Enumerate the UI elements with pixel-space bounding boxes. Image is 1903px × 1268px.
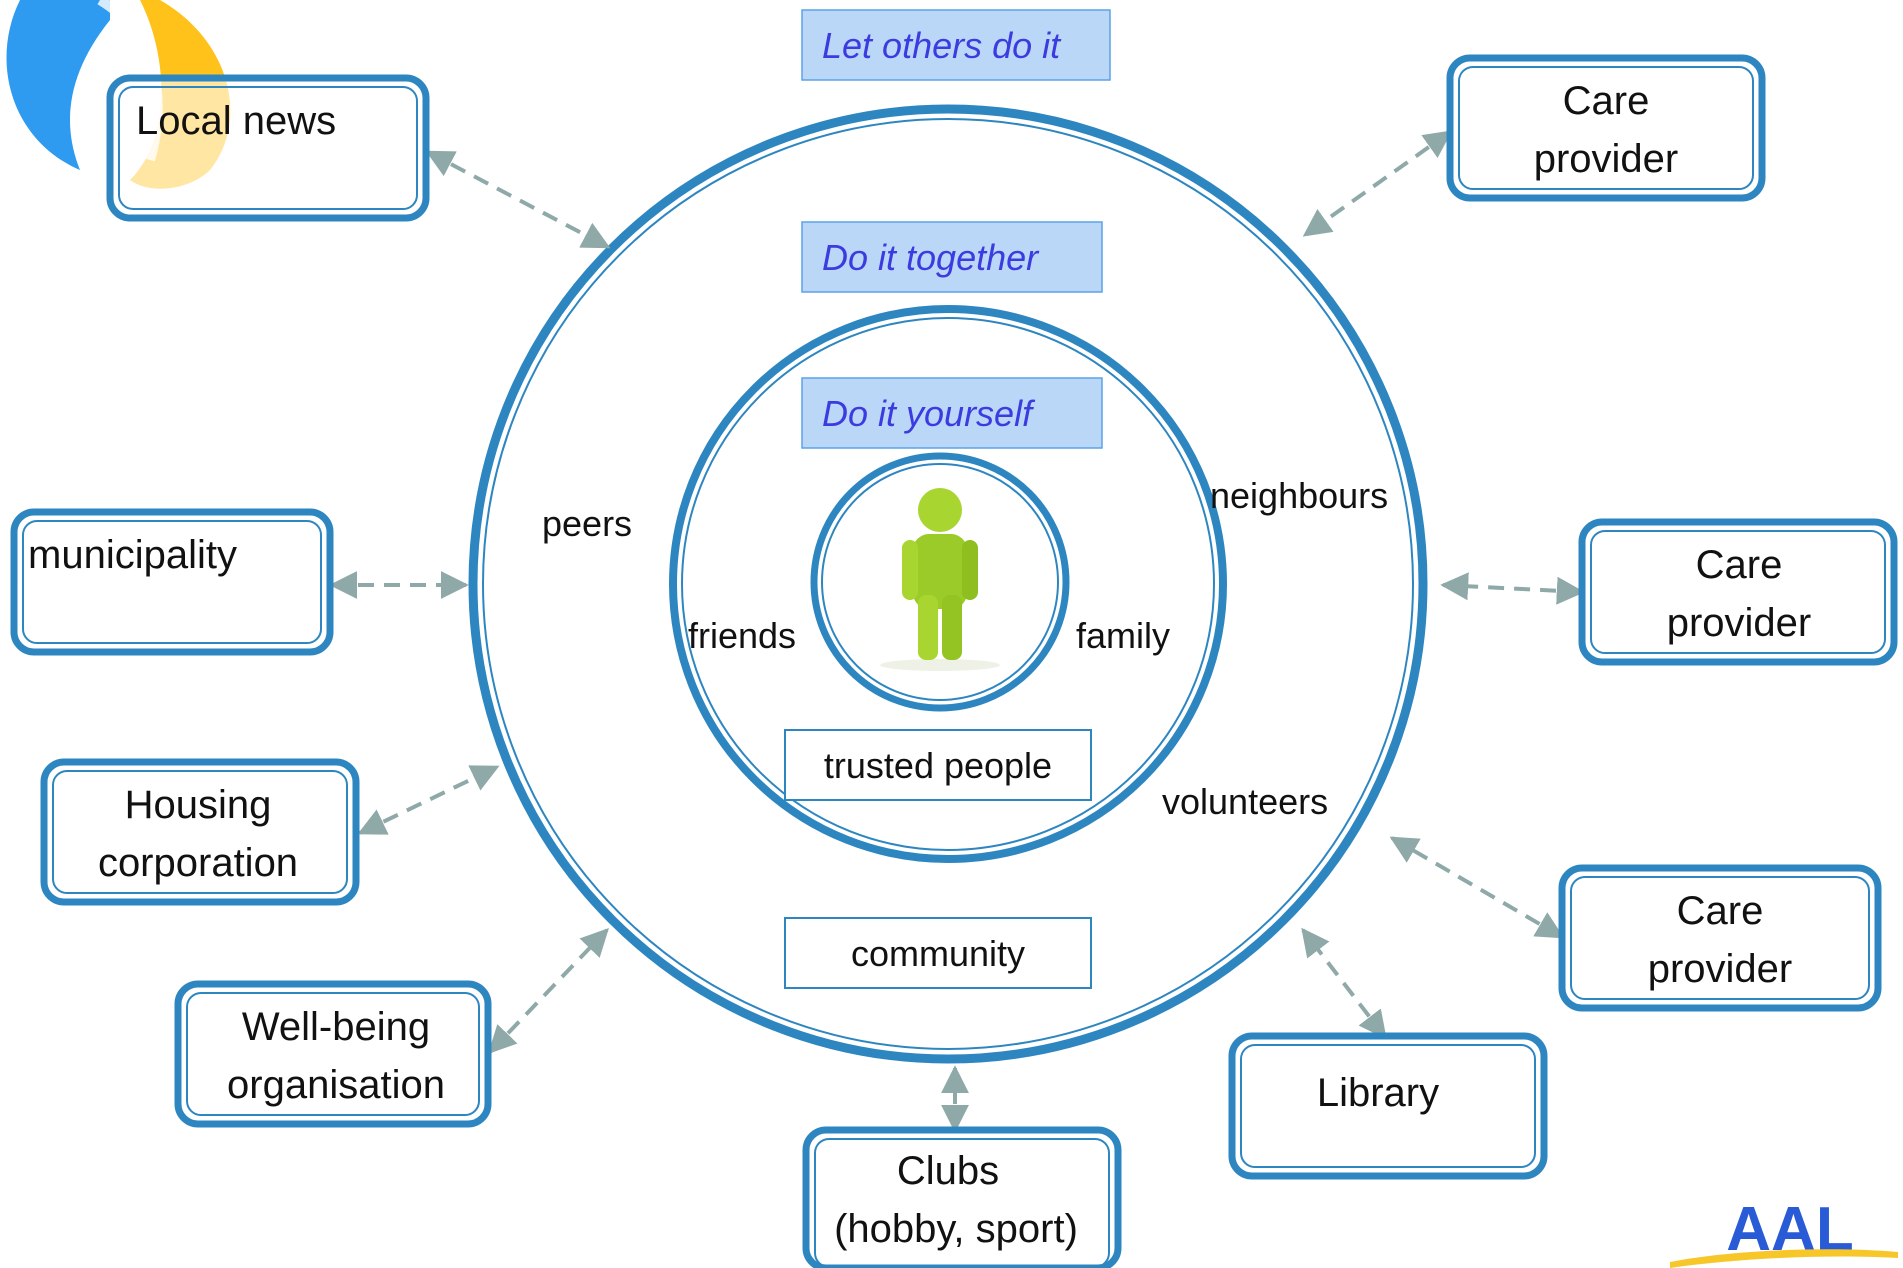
aal-logo: AAL	[1670, 1195, 1898, 1268]
svg-text:trusted people: trusted people	[824, 745, 1052, 786]
layer-label-middle: Do it together	[801, 221, 1103, 293]
actor-care-provider-mid: Care provider	[1578, 518, 1898, 666]
arrow-care-provider-top	[1302, 130, 1453, 237]
svg-text:Care: Care	[1696, 543, 1783, 587]
svg-text:corporation: corporation	[98, 841, 298, 885]
actor-care-provider-top: Care provider	[1446, 54, 1766, 202]
layer-label-inner: Do it yourself	[801, 377, 1103, 449]
svg-text:community: community	[851, 933, 1025, 974]
actor-wellbeing-organisation: Well-being organisation	[174, 980, 492, 1128]
arrow-housing	[357, 765, 500, 835]
svg-text:provider: provider	[1534, 137, 1679, 181]
actor-municipality: municipality	[10, 508, 334, 656]
svg-text:organisation: organisation	[227, 1063, 445, 1107]
person-figure-icon	[880, 488, 1000, 671]
arrow-care-provider-mid	[1440, 572, 1585, 605]
arrow-library	[1301, 927, 1387, 1040]
svg-text:provider: provider	[1667, 601, 1812, 645]
arrow-wellbeing	[488, 927, 609, 1055]
community-box: community	[784, 917, 1092, 989]
actor-housing-corporation: Housing corporation	[40, 758, 360, 906]
outer-ring	[468, 104, 1428, 1064]
svg-text:Local news: Local news	[136, 99, 336, 143]
inner-ring	[810, 452, 1070, 712]
layer-label-outer: Let others do it	[801, 9, 1111, 81]
svg-text:Clubs: Clubs	[897, 1149, 999, 1193]
actor-local-news: Local news	[106, 74, 430, 222]
svg-text:(hobby, sport): (hobby, sport)	[834, 1207, 1078, 1251]
svg-text:municipality: municipality	[28, 533, 237, 577]
arrow-care-provider-low	[1389, 836, 1565, 939]
arrow-local-news	[425, 150, 611, 249]
svg-text:Let others do it: Let others do it	[822, 25, 1062, 66]
actor-care-provider-low: Care provider	[1558, 864, 1882, 1012]
svg-text:Library: Library	[1317, 1071, 1439, 1115]
svg-text:Care: Care	[1677, 889, 1764, 933]
label-family: family	[1076, 615, 1170, 656]
svg-text:provider: provider	[1648, 947, 1793, 991]
label-neighbours: neighbours	[1210, 475, 1388, 516]
label-volunteers: volunteers	[1162, 781, 1328, 822]
svg-text:Well-being: Well-being	[242, 1005, 430, 1049]
connector-arrows	[329, 130, 1585, 1133]
actor-library: Library	[1228, 1032, 1548, 1180]
svg-text:Do it yourself: Do it yourself	[822, 393, 1036, 434]
svg-text:Care: Care	[1563, 79, 1650, 123]
label-peers: peers	[542, 503, 632, 544]
middle-ring	[669, 305, 1227, 863]
trusted-people-box: trusted people	[784, 729, 1092, 801]
actor-clubs: Clubs (hobby, sport)	[802, 1126, 1122, 1268]
label-friends: friends	[688, 615, 796, 656]
svg-text:Do it together: Do it together	[822, 237, 1040, 278]
svg-text:Housing: Housing	[125, 783, 272, 827]
